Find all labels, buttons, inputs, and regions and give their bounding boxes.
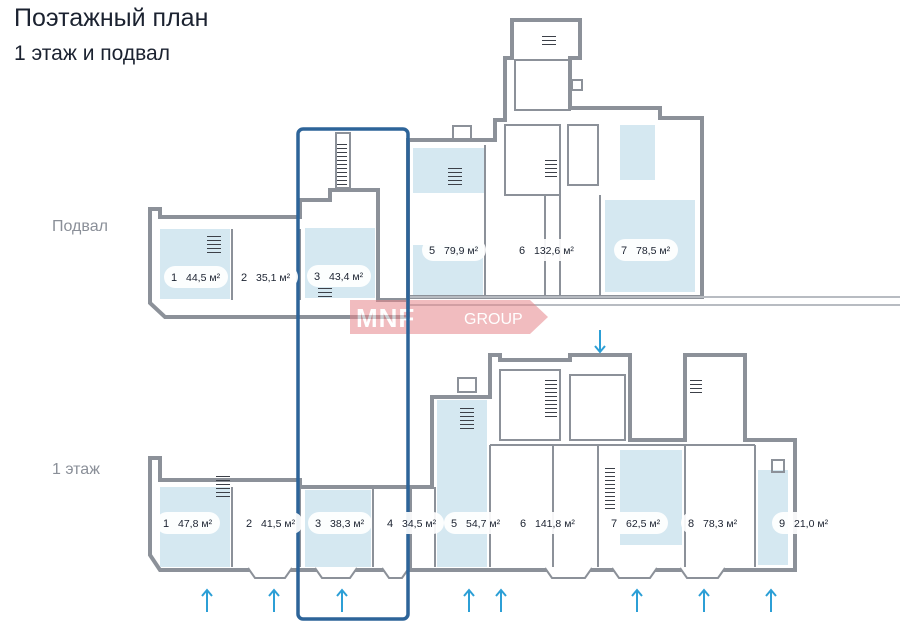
room-label-pill xyxy=(604,512,668,534)
room-number: 5 xyxy=(429,245,435,257)
room-number: 8 xyxy=(688,518,694,530)
room-area: 79,9 м² xyxy=(444,245,479,257)
room-number: 7 xyxy=(611,518,617,530)
room-label-pill xyxy=(512,239,584,261)
room-label-pill xyxy=(307,265,371,287)
room-label-basement-2[interactable]: 2 35,1 м² xyxy=(234,266,298,288)
room-label-first-7[interactable]: 7 62,5 м² xyxy=(604,512,668,534)
stairs-icon xyxy=(542,33,556,47)
room-area: 44,5 м² xyxy=(186,272,221,284)
entrance-arrow-icon xyxy=(201,588,213,612)
room-label-pill xyxy=(513,512,585,534)
stairs-icon xyxy=(335,142,347,187)
selection-frame[interactable] xyxy=(296,127,410,621)
entrance-arrow-icon xyxy=(463,588,475,612)
room-label-pill xyxy=(234,266,298,288)
entrance-arrow-icon xyxy=(336,588,348,612)
stairs-icon xyxy=(545,380,557,420)
room-label-basement-5[interactable]: 5 79,9 м² xyxy=(422,239,486,261)
floor-label-basement: Подвал xyxy=(52,218,108,235)
stairs-icon xyxy=(690,380,702,396)
page-title: Поэтажный план xyxy=(14,4,209,32)
room-area: 62,5 м² xyxy=(626,518,661,530)
room-area: 54,7 м² xyxy=(466,518,501,530)
page-subtitle: 1 этаж и подвал xyxy=(14,42,170,65)
entrance-arrow-icon xyxy=(594,330,606,354)
room-area: 78,5 м² xyxy=(636,245,671,257)
room-number: 1 xyxy=(171,272,177,284)
room-number: 9 xyxy=(779,518,785,530)
stairs-icon xyxy=(545,160,557,178)
entrance-arrow-icon xyxy=(765,588,777,612)
room-label-pill xyxy=(308,512,372,534)
entrance-arrow-icon xyxy=(495,588,507,612)
room-label-pill xyxy=(380,512,444,534)
svg-text:GROUP: GROUP xyxy=(464,311,523,328)
svg-text:MNF: MNF xyxy=(356,303,415,333)
room-label-basement-3[interactable]: 3 43,4 м² xyxy=(307,265,371,287)
room-area: 132,6 м² xyxy=(534,245,574,257)
room-area: 35,1 м² xyxy=(256,272,291,284)
room-number: 2 xyxy=(241,272,247,284)
room-area: 21,0 м² xyxy=(794,518,829,530)
room-label-pill xyxy=(772,512,836,534)
stairs-icon xyxy=(318,288,332,298)
room-number: 2 xyxy=(246,518,252,530)
room-label-pill xyxy=(239,512,303,534)
floor-label-first: 1 этаж xyxy=(52,461,100,478)
room-area: 78,3 м² xyxy=(703,518,738,530)
room-area: 41,5 м² xyxy=(261,518,296,530)
room-label-pill xyxy=(164,266,228,288)
room-label-pill xyxy=(422,239,486,261)
room-labels: 1 44,5 м² 2 35,1 м² 3 43,4 м² 5 79,9 м² 6 132,6 м… xyxy=(156,239,836,534)
stairs-icon xyxy=(207,236,221,254)
room-number: 6 xyxy=(520,518,526,530)
watermark-logo: MNF GROUP xyxy=(350,300,548,334)
room-label-pill xyxy=(681,512,745,534)
room-label-first-2[interactable]: 2 41,5 м² xyxy=(239,512,303,534)
room-area: 47,8 м² xyxy=(178,518,213,530)
room-label-first-1[interactable]: 1 47,8 м² xyxy=(156,512,220,534)
room-label-first-8[interactable]: 8 78,3 м² xyxy=(681,512,745,534)
room-area: 141,8 м² xyxy=(535,518,575,530)
room-label-basement-6[interactable]: 6 132,6 м² xyxy=(512,239,584,261)
room-label-first-9[interactable]: 9 21,0 м² xyxy=(772,512,836,534)
first-floor-plan xyxy=(148,353,797,579)
entrance-arrow-icon xyxy=(698,588,710,612)
room-label-first-4[interactable]: 4 34,5 м² xyxy=(380,512,444,534)
entrance-arrow-icon xyxy=(631,588,643,612)
stairs-icon xyxy=(448,165,462,187)
room-label-first-5[interactable]: 5 54,7 м² xyxy=(444,512,508,534)
room-label-basement-1[interactable]: 1 44,5 м² xyxy=(164,266,228,288)
basement-room-7b-fill xyxy=(620,125,655,180)
room-label-pill xyxy=(156,512,220,534)
stairs-icon xyxy=(605,465,615,510)
room-number: 1 xyxy=(163,518,169,530)
entrance-arrows xyxy=(201,330,777,612)
room-number: 5 xyxy=(451,518,457,530)
room-label-pill xyxy=(614,239,678,261)
room-label-first-3[interactable]: 3 38,3 м² xyxy=(308,512,372,534)
room-number: 3 xyxy=(314,271,320,283)
room-label-first-6[interactable]: 6 141,8 м² xyxy=(513,512,585,534)
room-label-pill xyxy=(444,512,508,534)
stairs-icon xyxy=(216,475,230,497)
room-number: 7 xyxy=(621,245,627,257)
room-number: 6 xyxy=(519,245,525,257)
room-number: 4 xyxy=(387,518,393,530)
stairs-icon xyxy=(460,405,474,430)
entrance-arrow-icon xyxy=(268,588,280,612)
room-area: 38,3 м² xyxy=(330,518,365,530)
basement-room-3-fill xyxy=(305,228,375,298)
room-number: 3 xyxy=(315,518,321,530)
room-label-basement-7[interactable]: 7 78,5 м² xyxy=(614,239,678,261)
room-area: 43,4 м² xyxy=(329,271,364,283)
room-area: 34,5 м² xyxy=(402,518,437,530)
